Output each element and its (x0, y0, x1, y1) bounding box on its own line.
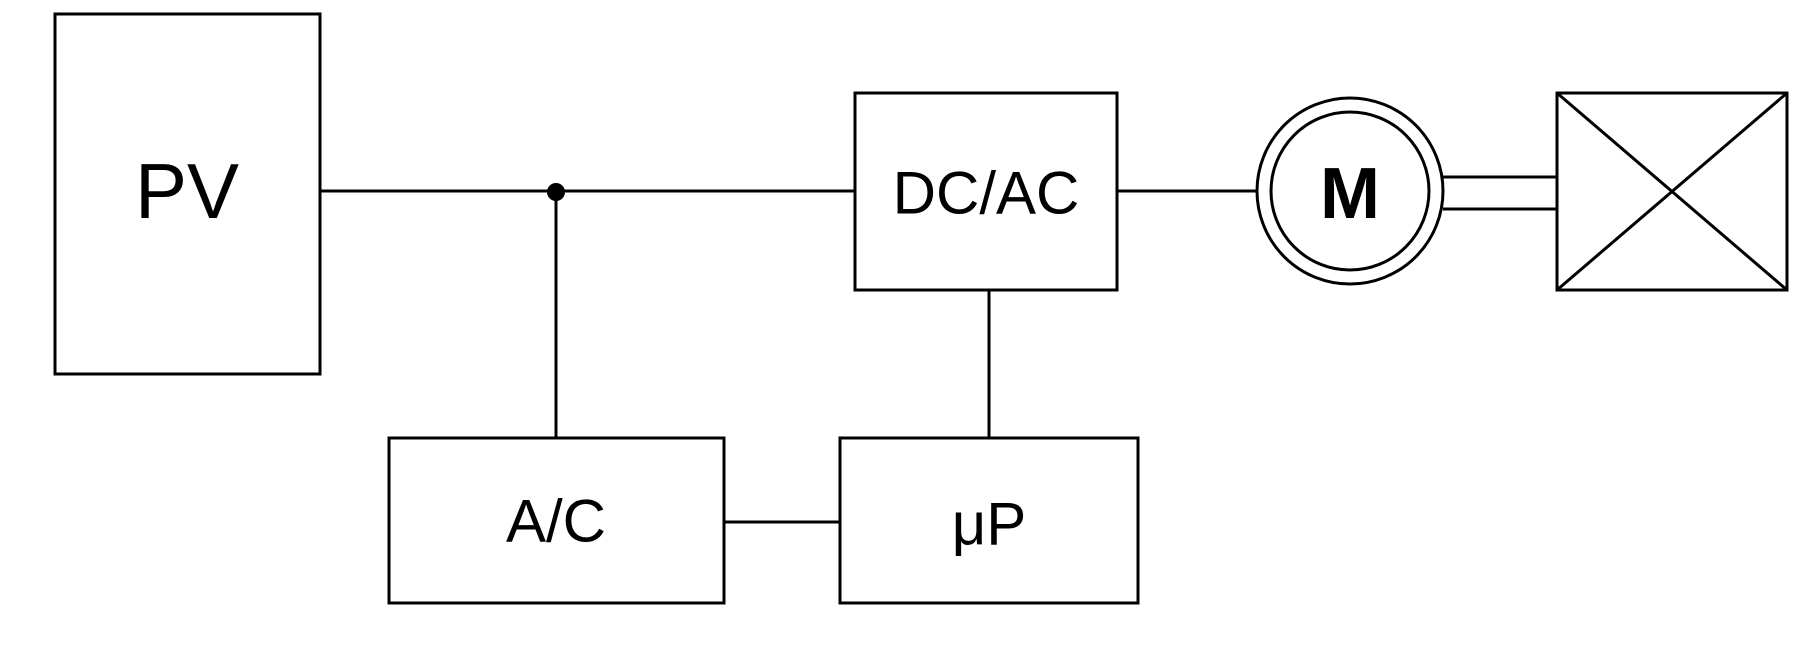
junction-dot-icon (547, 183, 565, 201)
shaft-icon (1443, 175, 1557, 211)
microprocessor-block: μP (838, 436, 1140, 605)
microprocessor-label: μP (952, 491, 1027, 558)
inverter-block: DC/AC (853, 91, 1119, 292)
pv-label: PV (135, 147, 239, 235)
converter-box (387, 436, 726, 605)
motor-label: M (1320, 154, 1380, 234)
load-diagonal-2 (1556, 91, 1788, 292)
motor-inner-ring (1269, 110, 1431, 272)
converter-label: A/C (506, 488, 606, 555)
pv-block: PV (53, 12, 322, 376)
microprocessor-box (838, 436, 1140, 605)
converter-block: A/C (387, 436, 726, 605)
inverter-label: DC/AC (893, 160, 1080, 227)
motor-icon: M (1255, 96, 1445, 286)
load-crossed-box-icon (1555, 91, 1789, 292)
pv-box (53, 12, 322, 376)
inverter-box (853, 91, 1119, 292)
